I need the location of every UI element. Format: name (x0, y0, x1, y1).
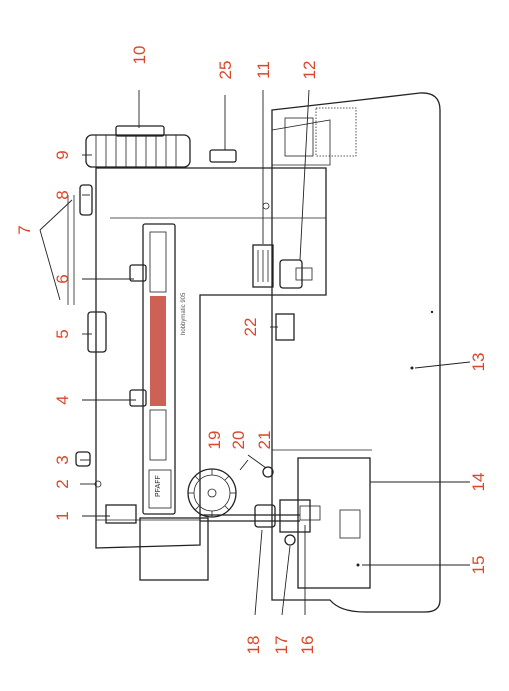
tension-dial (187, 468, 237, 518)
callout-22: 22 (241, 318, 260, 337)
machine-drawing: PFAFF hobbymatic 905 (67, 92, 441, 613)
callout-15: 15 (469, 556, 488, 575)
callout-16: 16 (298, 636, 317, 655)
model-label: hobbymatic 905 (181, 292, 187, 335)
spool-pin (209, 149, 237, 163)
callout-4: 4 (53, 395, 72, 404)
stitch-length-control (275, 313, 295, 341)
handwheel (85, 125, 191, 168)
callout-5: 5 (53, 329, 72, 338)
callout-21: 21 (255, 431, 274, 450)
callout-14: 14 (469, 473, 488, 492)
arm-controls (67, 184, 137, 524)
callout-18: 18 (244, 636, 263, 655)
callout-7: 7 (15, 225, 34, 234)
callout-3: 3 (53, 455, 72, 464)
brand-label: PFAFF (155, 475, 162, 497)
callout-25: 25 (216, 61, 235, 80)
callout-1: 1 (53, 511, 72, 520)
upper-arm (95, 167, 327, 581)
free-arm-base (271, 92, 441, 613)
callout-17: 17 (272, 636, 291, 655)
callout-9: 9 (53, 150, 72, 159)
callout-19: 19 (205, 431, 224, 450)
callout-2: 2 (53, 479, 72, 488)
stitch-unit (252, 244, 313, 289)
callout-6: 6 (53, 274, 72, 283)
callout-10: 10 (130, 46, 149, 65)
callout-20: 20 (229, 431, 248, 450)
callout-13: 13 (469, 353, 488, 372)
callout-8: 8 (53, 190, 72, 199)
stitch-panel: PFAFF hobbymatic 905 (129, 223, 187, 515)
leader-lines (39, 89, 471, 616)
callout-11: 11 (254, 61, 273, 79)
callouts: 1 2 3 4 5 6 7 8 9 10 25 11 12 22 13 19 2… (15, 46, 488, 655)
needle-area (200, 466, 321, 546)
callout-12: 12 (300, 61, 319, 80)
